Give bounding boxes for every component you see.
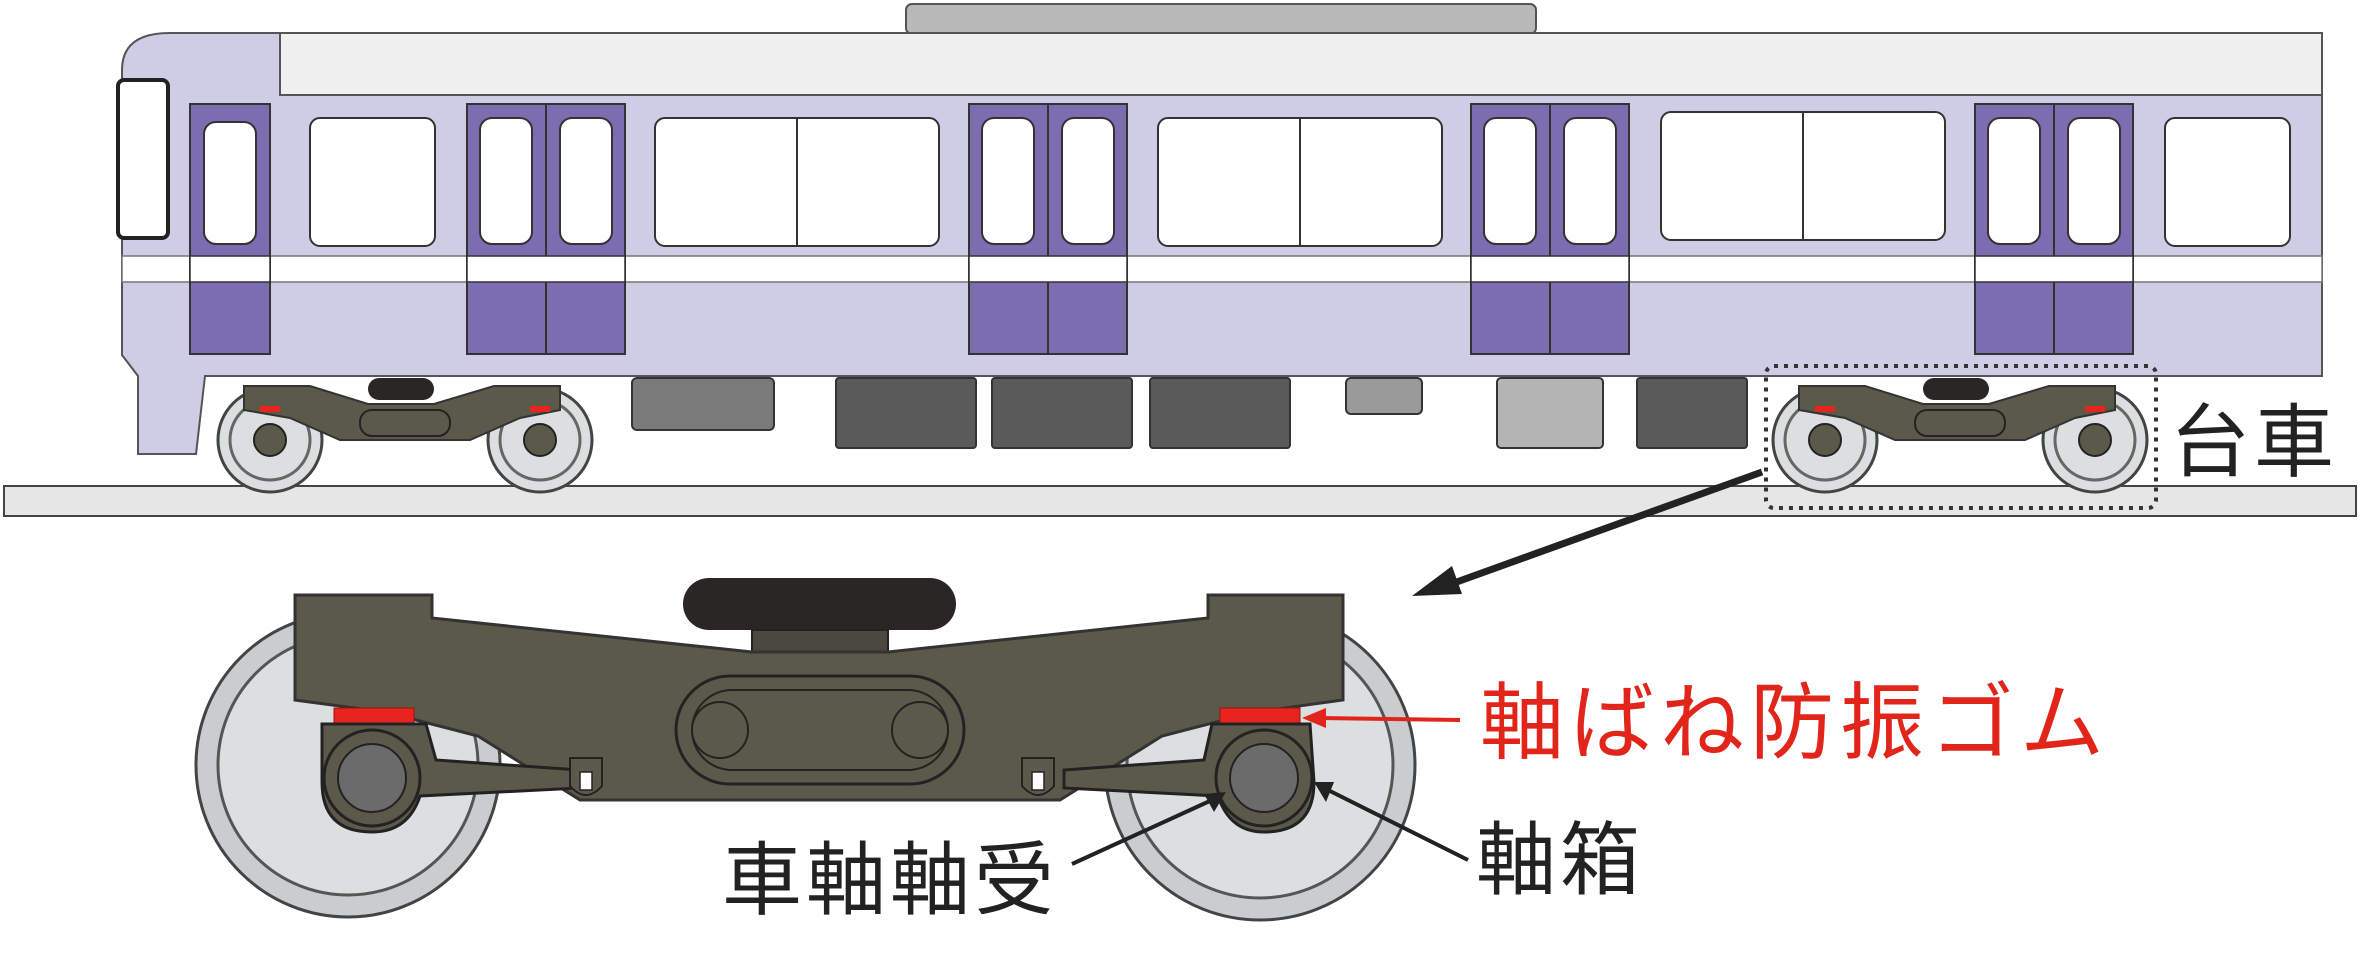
roof-equipment — [905, 3, 1537, 35]
label-axle-spring-rubber: 軸ばね防振ゴム — [1480, 674, 2110, 772]
bolster-cushion — [683, 578, 956, 630]
roof — [269, 32, 2323, 96]
small-bogie-right — [1771, 378, 2149, 494]
passenger-windows — [309, 111, 2291, 247]
axle-spring-rubber-right — [1219, 707, 1301, 725]
rail — [3, 485, 2357, 517]
callout-axle-box — [1314, 782, 1469, 862]
front-window — [116, 78, 170, 240]
door-single — [189, 103, 271, 355]
small-bogie-left — [216, 378, 594, 494]
enlarged-bogie — [194, 578, 1417, 922]
zoom-arrow — [1412, 468, 1764, 596]
door-double-3 — [1470, 103, 1630, 355]
axle-spring-rubber-left — [333, 707, 415, 725]
axle-box-left — [320, 722, 603, 834]
center-pivot — [674, 674, 966, 786]
door-double-2 — [968, 103, 1128, 355]
bolster-plate — [751, 629, 889, 653]
bogie-highlight-box — [1764, 364, 2158, 510]
door-double-4 — [1974, 103, 2134, 355]
door-double-1 — [466, 103, 626, 355]
axle-box-right — [1021, 722, 1316, 834]
axle-bearing-left — [337, 743, 407, 813]
window — [2164, 117, 2291, 247]
underfloor-equipment — [631, 377, 1748, 449]
window — [309, 117, 436, 247]
label-axle-box: 軸箱 — [1476, 814, 1644, 907]
train-car — [3, 3, 2357, 517]
callout-axle-spring-rubber — [1302, 708, 1461, 728]
axle-bearing-right — [1229, 743, 1299, 813]
label-bogie: 台車 — [2170, 396, 2338, 489]
callout-axle-bearing — [1071, 792, 1226, 866]
label-axle-bearing: 車軸軸受 — [722, 834, 1058, 927]
